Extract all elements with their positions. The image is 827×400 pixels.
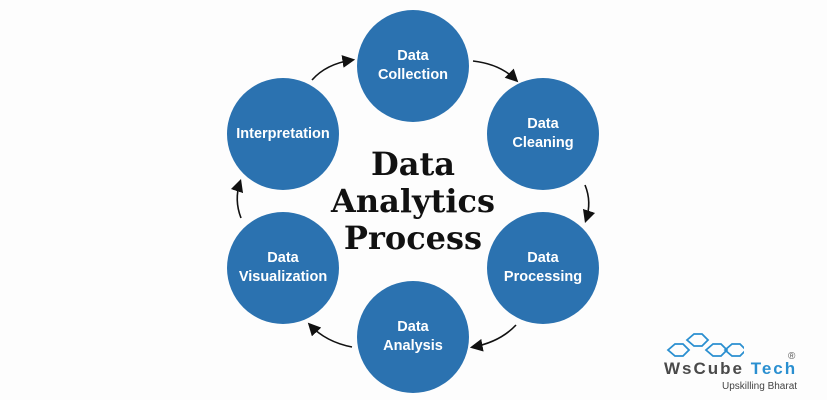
arrow-analysis-to-visualization — [307, 322, 353, 348]
arrow-interpretation-to-collection — [311, 55, 356, 81]
arrow-collection-to-cleaning — [472, 60, 519, 83]
step-interpretation: Interpretation — [227, 78, 339, 190]
arrow-processing-to-analysis — [469, 324, 517, 352]
arrow-visualization-to-interpretation — [230, 178, 244, 219]
wscube-tech-logo: WsCube Tech ® Upskilling Bharat — [662, 332, 827, 400]
arrow-cleaning-to-processing — [582, 184, 596, 224]
diagram-title: Data Analytics Process — [330, 145, 495, 257]
hexagon-logo-icon — [666, 333, 744, 357]
